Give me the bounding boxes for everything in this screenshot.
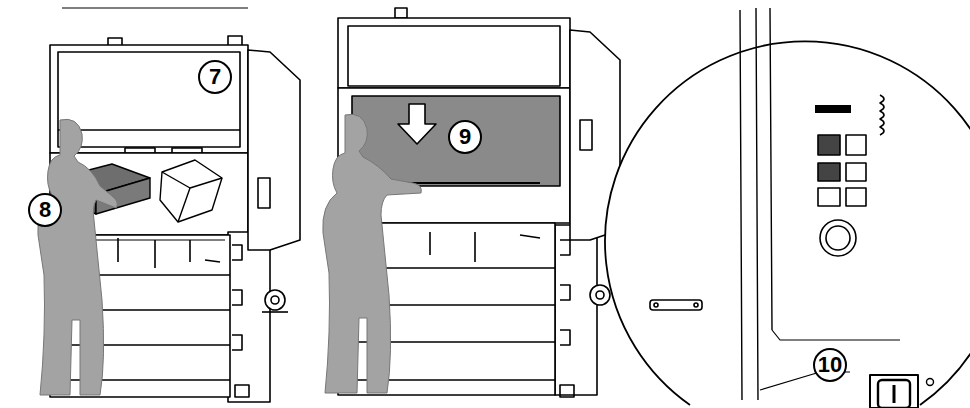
callout-number: 9 [448, 120, 482, 154]
detail-view [605, 8, 970, 405]
power-switch-symbol [870, 375, 934, 408]
callout-number: 7 [198, 60, 232, 94]
operator-silhouette [38, 119, 118, 395]
down-arrow [398, 104, 436, 144]
operator-silhouette [323, 114, 422, 393]
callout-number: 8 [28, 193, 62, 227]
callout-number: 10 [813, 348, 847, 382]
